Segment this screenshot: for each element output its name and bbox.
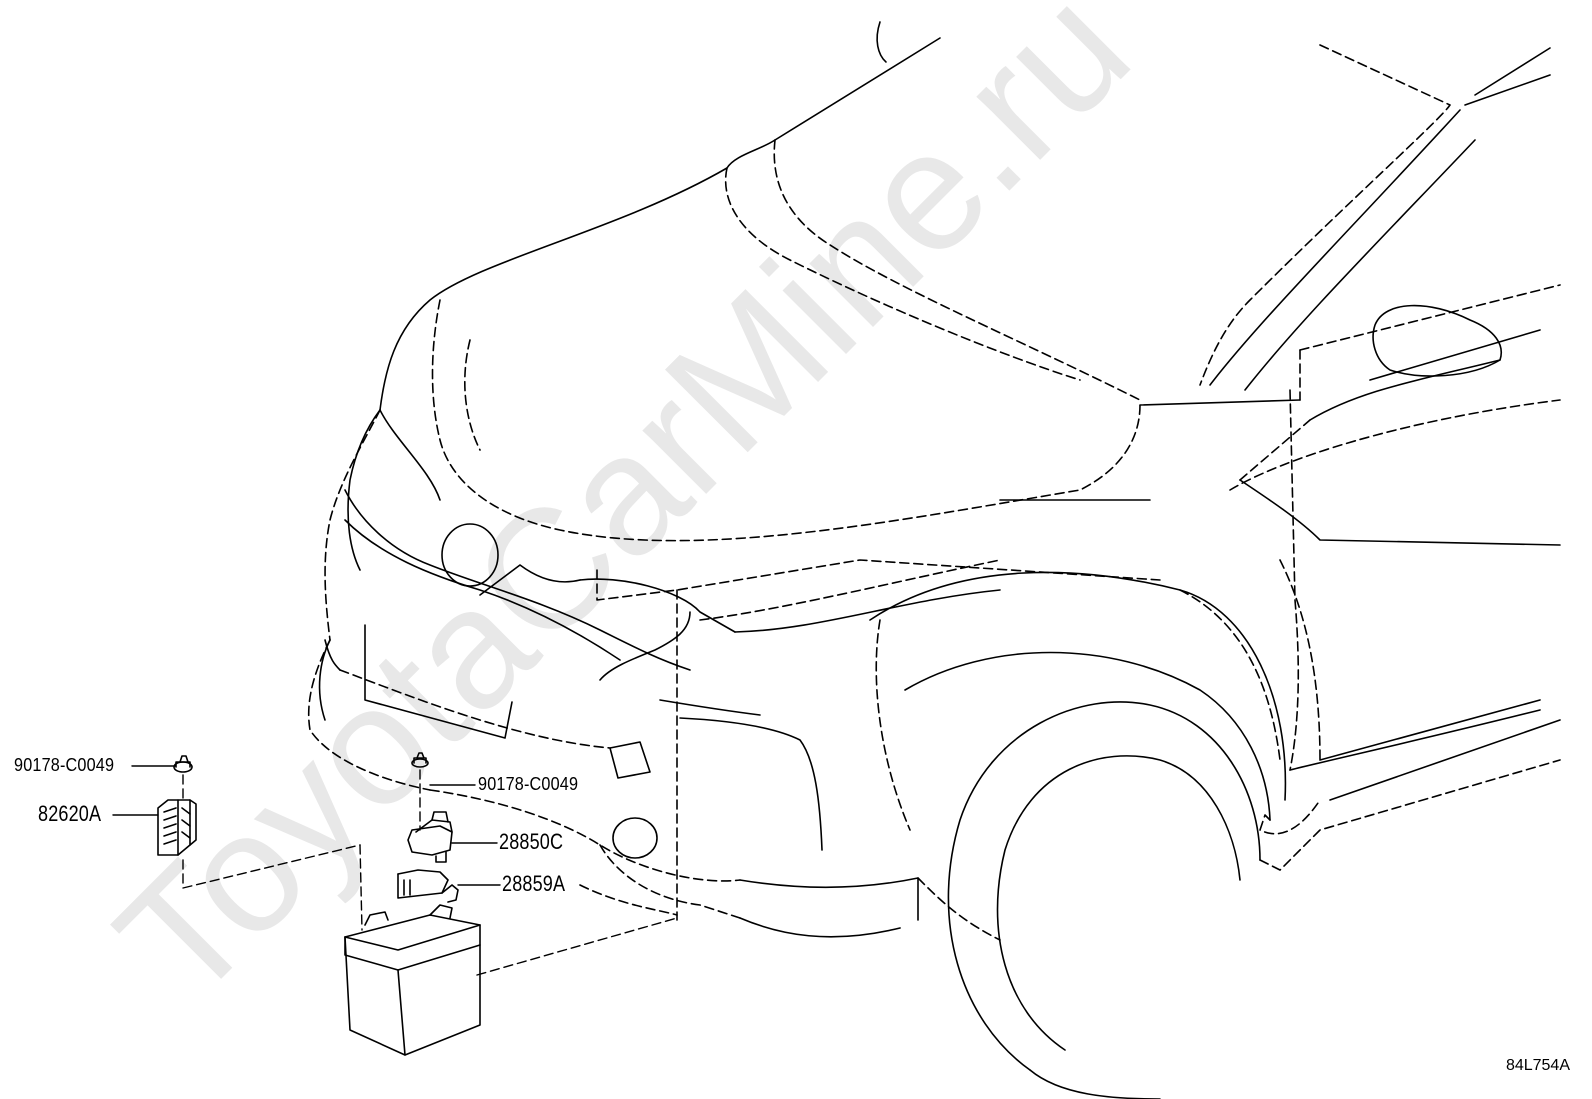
nut-right-part	[411, 752, 429, 768]
assembly-leaders	[182, 769, 678, 976]
car-body-solid-lines	[318, 21, 1561, 1099]
callout-nut-right[interactable]: 90178-C0049	[478, 774, 579, 794]
car-body-dashed-lines	[307, 44, 1561, 941]
bracket-part	[397, 869, 459, 903]
callout-bracket[interactable]: 28859A	[502, 871, 566, 896]
relay-part	[407, 811, 453, 863]
callout-nut-left[interactable]: 90178-C0049	[14, 755, 115, 775]
nut-left-part	[173, 755, 193, 773]
callout-fuse-block[interactable]: 82620A	[38, 801, 102, 826]
callout-relay[interactable]: 28850C	[499, 829, 564, 854]
diagram-code: 84L754A	[1505, 1057, 1570, 1074]
fuse-block-part	[157, 799, 197, 856]
callout-leader-lines	[112, 765, 501, 886]
battery-part	[344, 904, 481, 1056]
